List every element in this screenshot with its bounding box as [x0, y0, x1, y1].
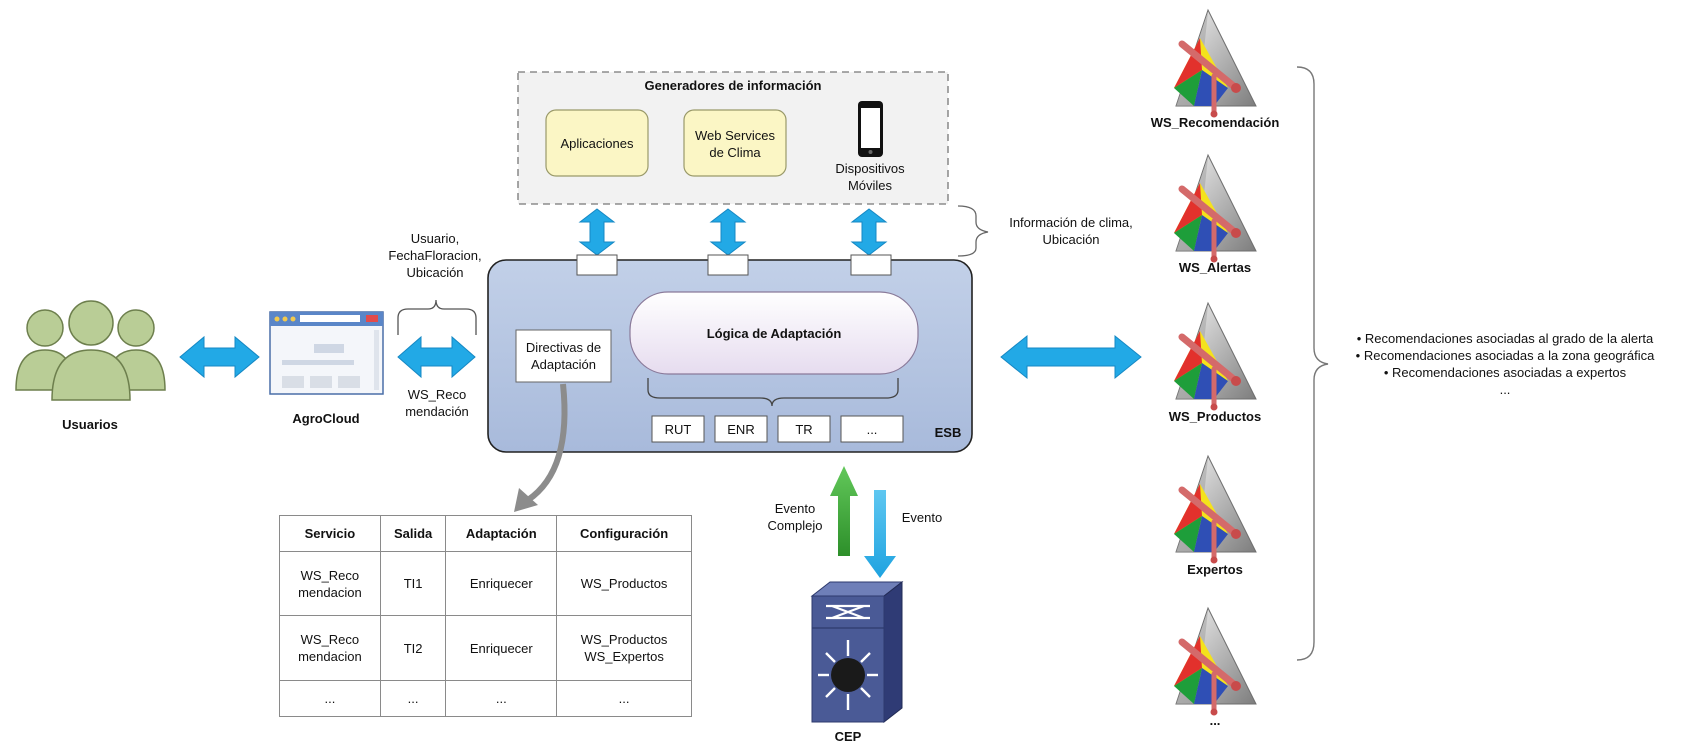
recommendation-item: ... — [1499, 382, 1511, 397]
module-rut — [651, 415, 705, 443]
table-row: WS_Reco mendacion TI2 Enriquecer WS_Prod… — [279, 615, 692, 681]
ws-reco-line2: mendación — [405, 404, 469, 419]
table-cell: WS_Productos WS_Expertos — [556, 615, 692, 681]
column-header: Salida — [379, 514, 447, 553]
adaptation-logic-label: Lógica de Adaptación — [706, 326, 842, 341]
service-label-ws-alertas: WS_Alertas — [1178, 260, 1252, 275]
table-cell: TI2 — [379, 615, 447, 681]
service-label-more: ... — [1209, 713, 1221, 728]
user-params-line1: Usuario, — [410, 231, 460, 246]
logic-brace — [647, 378, 899, 407]
users-label: Usuarios — [62, 417, 118, 432]
users-agrocloud-arrow — [179, 335, 260, 379]
ws-alertas-icon — [1174, 155, 1256, 263]
agrocloud-esb-arrow — [397, 335, 476, 379]
table-cell: WS_Reco mendacion — [279, 615, 381, 681]
module-enr-label: ENR — [727, 422, 755, 437]
module-rut-label: RUT — [664, 422, 692, 437]
directives-line2: Adaptación — [530, 357, 597, 372]
esb-port-1 — [576, 254, 618, 276]
more-services-icon — [1174, 608, 1256, 716]
apps-box — [545, 109, 649, 177]
table-header-row: Servicio Salida Adaptación Configuración — [279, 514, 692, 553]
mobile-label-2: Móviles — [847, 178, 893, 193]
services-brace — [1296, 66, 1329, 661]
climate-info-brace — [957, 205, 989, 257]
user-params-line2: FechaFloracion, — [388, 248, 482, 263]
esb-port-3 — [850, 254, 892, 276]
directives-line1: Directivas de — [525, 340, 602, 355]
table-row: WS_Reco mendacion TI1 Enriquecer WS_Prod… — [279, 551, 692, 617]
agrocloud-browser-icon — [269, 311, 384, 395]
recommendation-item: • Recomendaciones asociadas a la zona ge… — [1355, 348, 1655, 363]
ws-productos-icon — [1174, 303, 1256, 411]
complex-event-line1: Evento — [774, 501, 816, 516]
adaptation-logic-box — [629, 291, 919, 375]
esb-services-arrow — [1000, 334, 1142, 380]
table-cell: WS_Productos — [556, 551, 692, 617]
module-tr-label: TR — [795, 422, 813, 437]
user-params-brace — [397, 299, 477, 335]
web-services-box — [683, 109, 787, 177]
apps-label: Aplicaciones — [560, 136, 634, 151]
climate-info-line1: Información de clima, — [1009, 215, 1133, 230]
adaptation-config-table: Servicio Salida Adaptación Configuración… — [279, 514, 692, 718]
module-tr — [777, 415, 831, 443]
expertos-icon — [1174, 456, 1256, 564]
mobile-label-1: Dispositivos — [835, 161, 905, 176]
service-label-expertos: Expertos — [1187, 562, 1243, 577]
module-more-label: ... — [866, 422, 878, 437]
esb-port-2 — [707, 254, 749, 276]
ws-recomendacion-icon — [1174, 10, 1256, 118]
recommendations-list: • Recomendaciones asociadas al grado de … — [1340, 330, 1670, 398]
module-enr — [714, 415, 768, 443]
generator-arrow-3 — [851, 208, 887, 256]
event-arrow — [864, 490, 896, 578]
cep-label: CEP — [834, 729, 862, 744]
table-cell: ... — [556, 679, 692, 718]
module-more — [840, 415, 904, 443]
esb-label: ESB — [934, 425, 962, 440]
column-header: Configuración — [556, 514, 692, 553]
column-header: Servicio — [279, 514, 381, 553]
agrocloud-label: AgroCloud — [292, 411, 360, 426]
info-generators-title: Generadores de información — [644, 78, 822, 93]
table-cell: WS_Reco mendacion — [279, 551, 381, 617]
recommendation-item: • Recomendaciones asociadas al grado de … — [1356, 331, 1654, 346]
event-label: Evento — [901, 510, 943, 525]
user-params-line3: Ubicación — [406, 265, 464, 280]
table-cell: ... — [279, 679, 381, 718]
complex-event-line2: Complejo — [767, 518, 823, 533]
web-services-label-2: de Clima — [709, 145, 761, 160]
users-icon — [15, 300, 166, 401]
generator-arrow-1 — [579, 208, 615, 256]
mobile-phone-icon — [858, 101, 883, 157]
table-row: ... ... ... ... — [279, 679, 692, 718]
climate-info-line2: Ubicación — [1042, 232, 1100, 247]
table-cell: ... — [379, 679, 447, 718]
generator-arrow-2 — [710, 208, 746, 256]
directives-box — [515, 329, 612, 383]
column-header: Adaptación — [445, 514, 558, 553]
table-cell: Enriquecer — [445, 615, 558, 681]
service-label-ws-recomendacion: WS_Recomendación — [1150, 115, 1280, 130]
directives-to-table-arrow — [526, 383, 568, 503]
ws-reco-line1: WS_Reco — [407, 387, 467, 402]
service-label-ws-productos: WS_Productos — [1168, 409, 1262, 424]
recommendation-item: • Recomendaciones asociadas a expertos — [1383, 365, 1627, 380]
complex-event-arrow — [830, 466, 858, 556]
cep-switch-icon — [810, 580, 904, 724]
web-services-label-1: Web Services — [695, 128, 775, 143]
table-cell: Enriquecer — [445, 551, 558, 617]
table-cell: TI1 — [379, 551, 447, 617]
table-cell: ... — [445, 679, 558, 718]
